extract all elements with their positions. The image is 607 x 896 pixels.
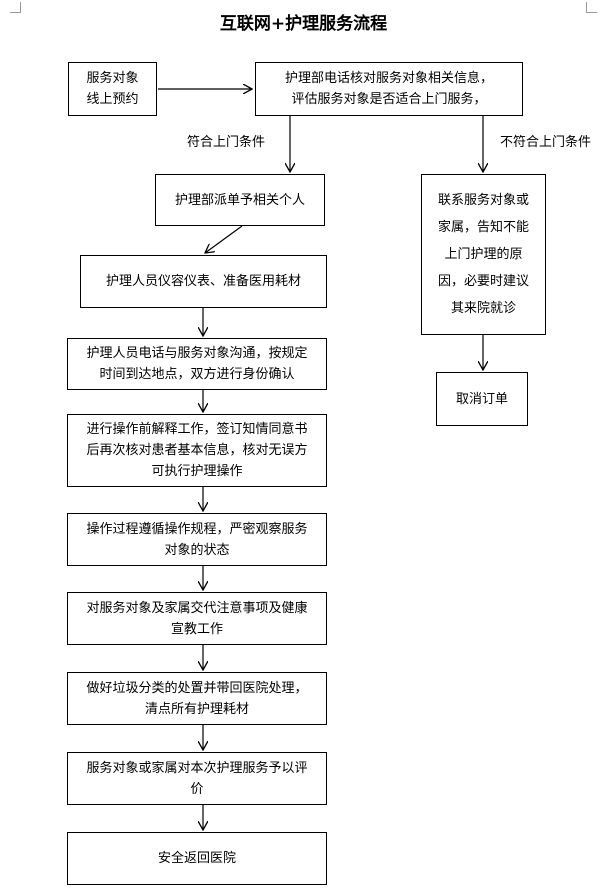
arrow-dispatch-to-prepare (205, 225, 243, 253)
node-evaluate: 服务对象或家属对本次护理服务予以评价 (67, 752, 327, 805)
node-waste: 做好垃圾分类的处置并带回医院处理，清点所有护理耗材 (67, 672, 327, 725)
node-order-online: 服务对象线上预约 (68, 62, 157, 116)
node-operate: 操作过程遵循操作规程，严密观察服务对象的状态 (67, 513, 327, 566)
branch-label-eligible: 符合上门条件 (187, 135, 266, 150)
node-prepare: 护理人员仪容仪表、准备医用耗材 (80, 255, 327, 308)
flowchart-title: 互联网+护理服务流程 (219, 14, 388, 34)
node-explain: 进行操作前解释工作，签订知情同意书后再次核对患者基本信息，核对无误方可执行护理操… (67, 414, 327, 487)
page-corner-top-left (10, 2, 21, 13)
node-notify: 联系服务对象或家属，告知不能上门护理的原因，必要时建议其来院就诊 (421, 174, 546, 335)
node-phone-assess: 护理部电话核对服务对象相关信息，评估服务对象是否适合上门服务， (255, 62, 523, 116)
node-contact: 护理人员电话与服务对象沟通，按规定时间到达地点，双方进行身份确认 (67, 338, 327, 390)
node-cancel: 取消订单 (436, 372, 528, 426)
node-return: 安全返回医院 (67, 832, 327, 885)
page-corner-top-right (586, 2, 597, 13)
node-dispatch: 护理部派单予相关个人 (155, 174, 325, 226)
node-educate: 对服务对象及家属交代注意事项及健康宣教工作 (67, 592, 327, 645)
branch-label-ineligible: 不符合上门条件 (500, 135, 592, 150)
